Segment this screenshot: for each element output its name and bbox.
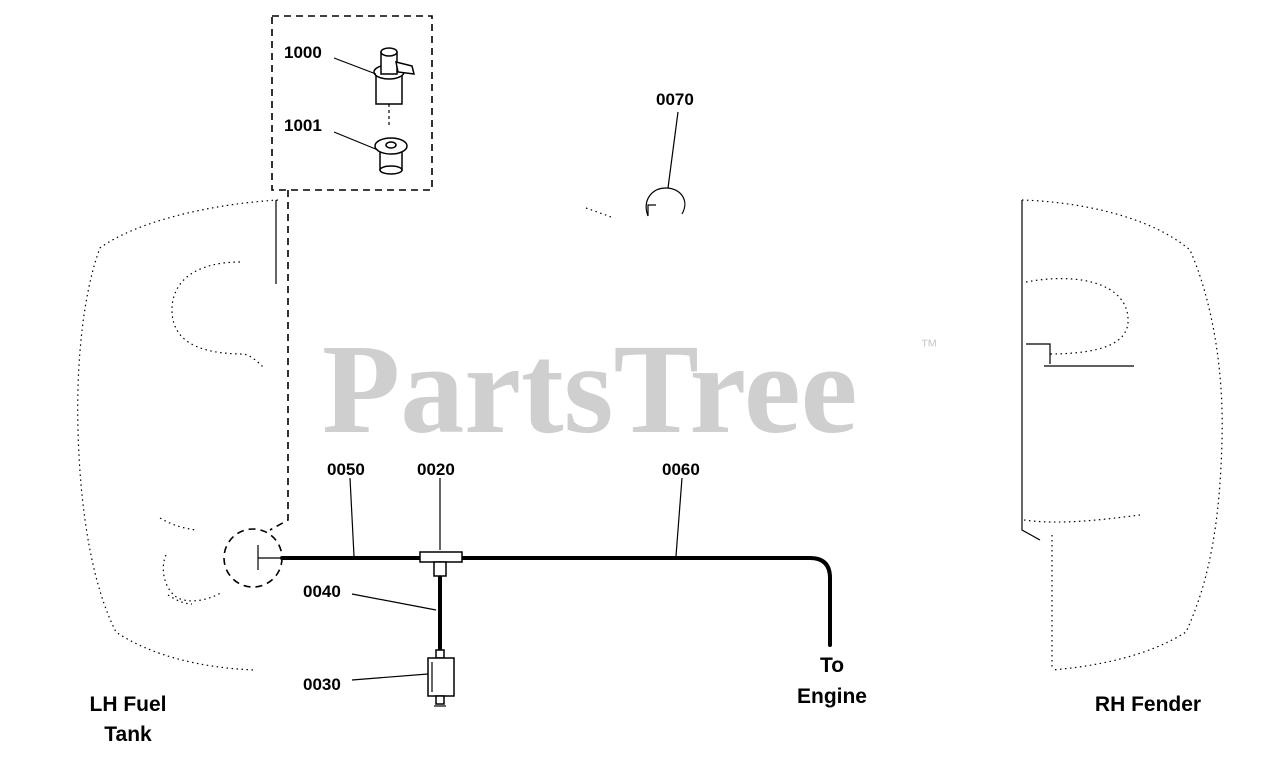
grommet-1001 xyxy=(374,137,408,175)
watermark-text: PartsTree xyxy=(322,318,857,460)
label-lh-fuel-tank-line1: LH Fuel xyxy=(90,693,167,716)
watermark-trademark: ™ xyxy=(920,336,938,356)
leader-lines xyxy=(333,57,683,681)
callout-0070: 0070 xyxy=(656,90,694,109)
callout-0030: 0030 xyxy=(303,675,341,694)
detail-leader-dashed xyxy=(269,190,289,531)
tee-fitting-0020 xyxy=(419,551,463,577)
callout-0040: 0040 xyxy=(303,582,341,601)
detail-inset-box xyxy=(271,15,433,191)
fuel-filter-0030 xyxy=(427,649,455,707)
tank-outlet-fitting xyxy=(257,545,282,570)
rh-fender-outline xyxy=(1021,199,1223,671)
callout-0060: 0060 xyxy=(662,460,700,479)
clip-0070 xyxy=(585,187,686,219)
callout-0050: 0050 xyxy=(327,460,365,479)
label-rh-fender: RH Fender xyxy=(1095,693,1201,716)
label-lh-fuel-tank-line2: Tank xyxy=(104,723,152,746)
hose-0060 xyxy=(460,556,832,647)
callout-0020: 0020 xyxy=(417,460,455,479)
lh-fuel-tank-outline xyxy=(77,199,279,671)
label-to-engine-line1: To xyxy=(820,654,844,677)
callout-1001: 1001 xyxy=(284,116,322,135)
label-to-engine-line2: Engine xyxy=(797,685,867,708)
callout-1000: 1000 xyxy=(284,43,322,62)
valve-1000 xyxy=(373,47,415,126)
